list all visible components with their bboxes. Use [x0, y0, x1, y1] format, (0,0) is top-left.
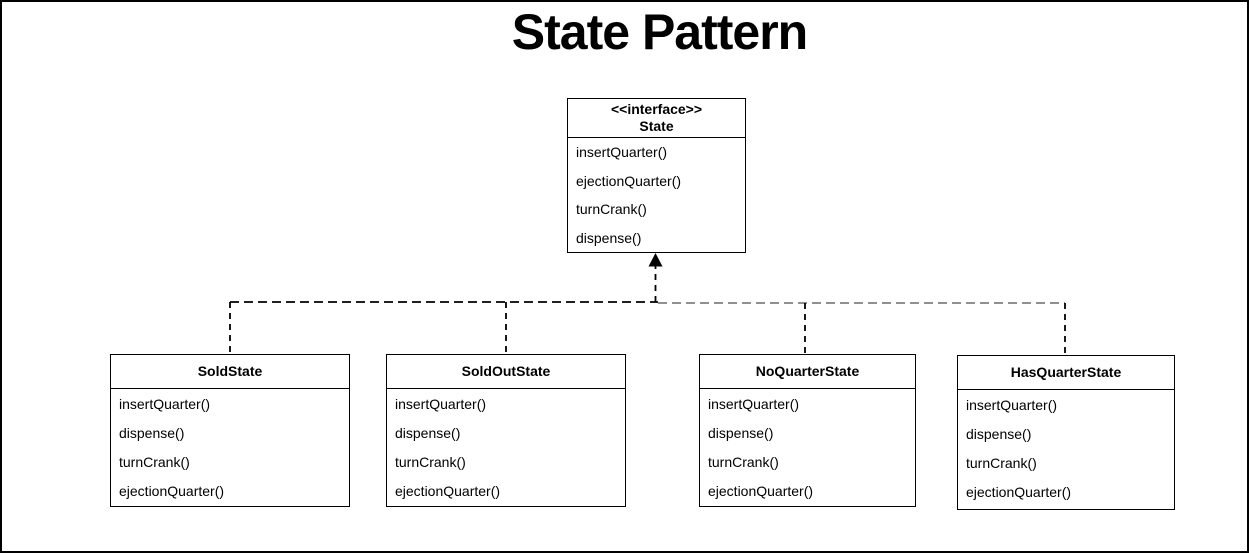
- method-item: ejectionQuarter(): [119, 483, 225, 500]
- class-method-list: insertQuarter() dispense() turnCrank() e…: [111, 389, 349, 506]
- method-item: turnCrank(): [119, 453, 190, 470]
- class-box-soldoutstate: SoldOutState insertQuarter() dispense() …: [386, 354, 626, 507]
- class-box-hasquarterstate: HasQuarterState insertQuarter() dispense…: [957, 355, 1175, 510]
- method-item: ejectionQuarter(): [966, 484, 1072, 501]
- class-name: NoQuarterState: [700, 355, 915, 389]
- interface-header: <<interface>> State: [568, 99, 745, 138]
- method-item: insertQuarter(): [966, 396, 1058, 413]
- class-name: SoldState: [111, 355, 349, 389]
- interface-stereotype: <<interface>>: [610, 101, 703, 117]
- interface-method-list: insertQuarter() ejectionQuarter() turnCr…: [568, 138, 745, 252]
- method-item: ejectionQuarter(): [395, 483, 501, 500]
- method-item: turnCrank(): [966, 454, 1037, 471]
- method-item: dispense(): [576, 229, 642, 246]
- class-method-list: insertQuarter() dispense() turnCrank() e…: [958, 390, 1174, 507]
- method-item: insertQuarter(): [119, 395, 211, 412]
- class-method-list: insertQuarter() dispense() turnCrank() e…: [700, 389, 915, 506]
- method-item: insertQuarter(): [576, 144, 668, 161]
- method-item: dispense(): [395, 424, 461, 441]
- method-item: ejectionQuarter(): [708, 483, 814, 500]
- method-item: ejectionQuarter(): [576, 172, 682, 189]
- class-box-state-interface: <<interface>> State insertQuarter() ejec…: [567, 98, 746, 253]
- realization-arrowhead-icon: [648, 253, 663, 267]
- method-item: dispense(): [966, 425, 1032, 442]
- method-item: dispense(): [708, 424, 774, 441]
- class-method-list: insertQuarter() dispense() turnCrank() e…: [387, 389, 625, 506]
- class-box-noquarterstate: NoQuarterState insertQuarter() dispense(…: [699, 354, 916, 507]
- method-item: turnCrank(): [395, 453, 466, 470]
- class-box-soldstate: SoldState insertQuarter() dispense() tur…: [110, 354, 350, 507]
- diagram-title: State Pattern: [511, 4, 808, 60]
- class-name: HasQuarterState: [958, 356, 1174, 390]
- method-item: insertQuarter(): [708, 395, 800, 412]
- method-item: dispense(): [119, 424, 185, 441]
- method-item: turnCrank(): [576, 201, 647, 218]
- class-name: SoldOutState: [387, 355, 625, 389]
- interface-name: State: [639, 118, 674, 134]
- method-item: turnCrank(): [708, 453, 779, 470]
- method-item: insertQuarter(): [395, 395, 487, 412]
